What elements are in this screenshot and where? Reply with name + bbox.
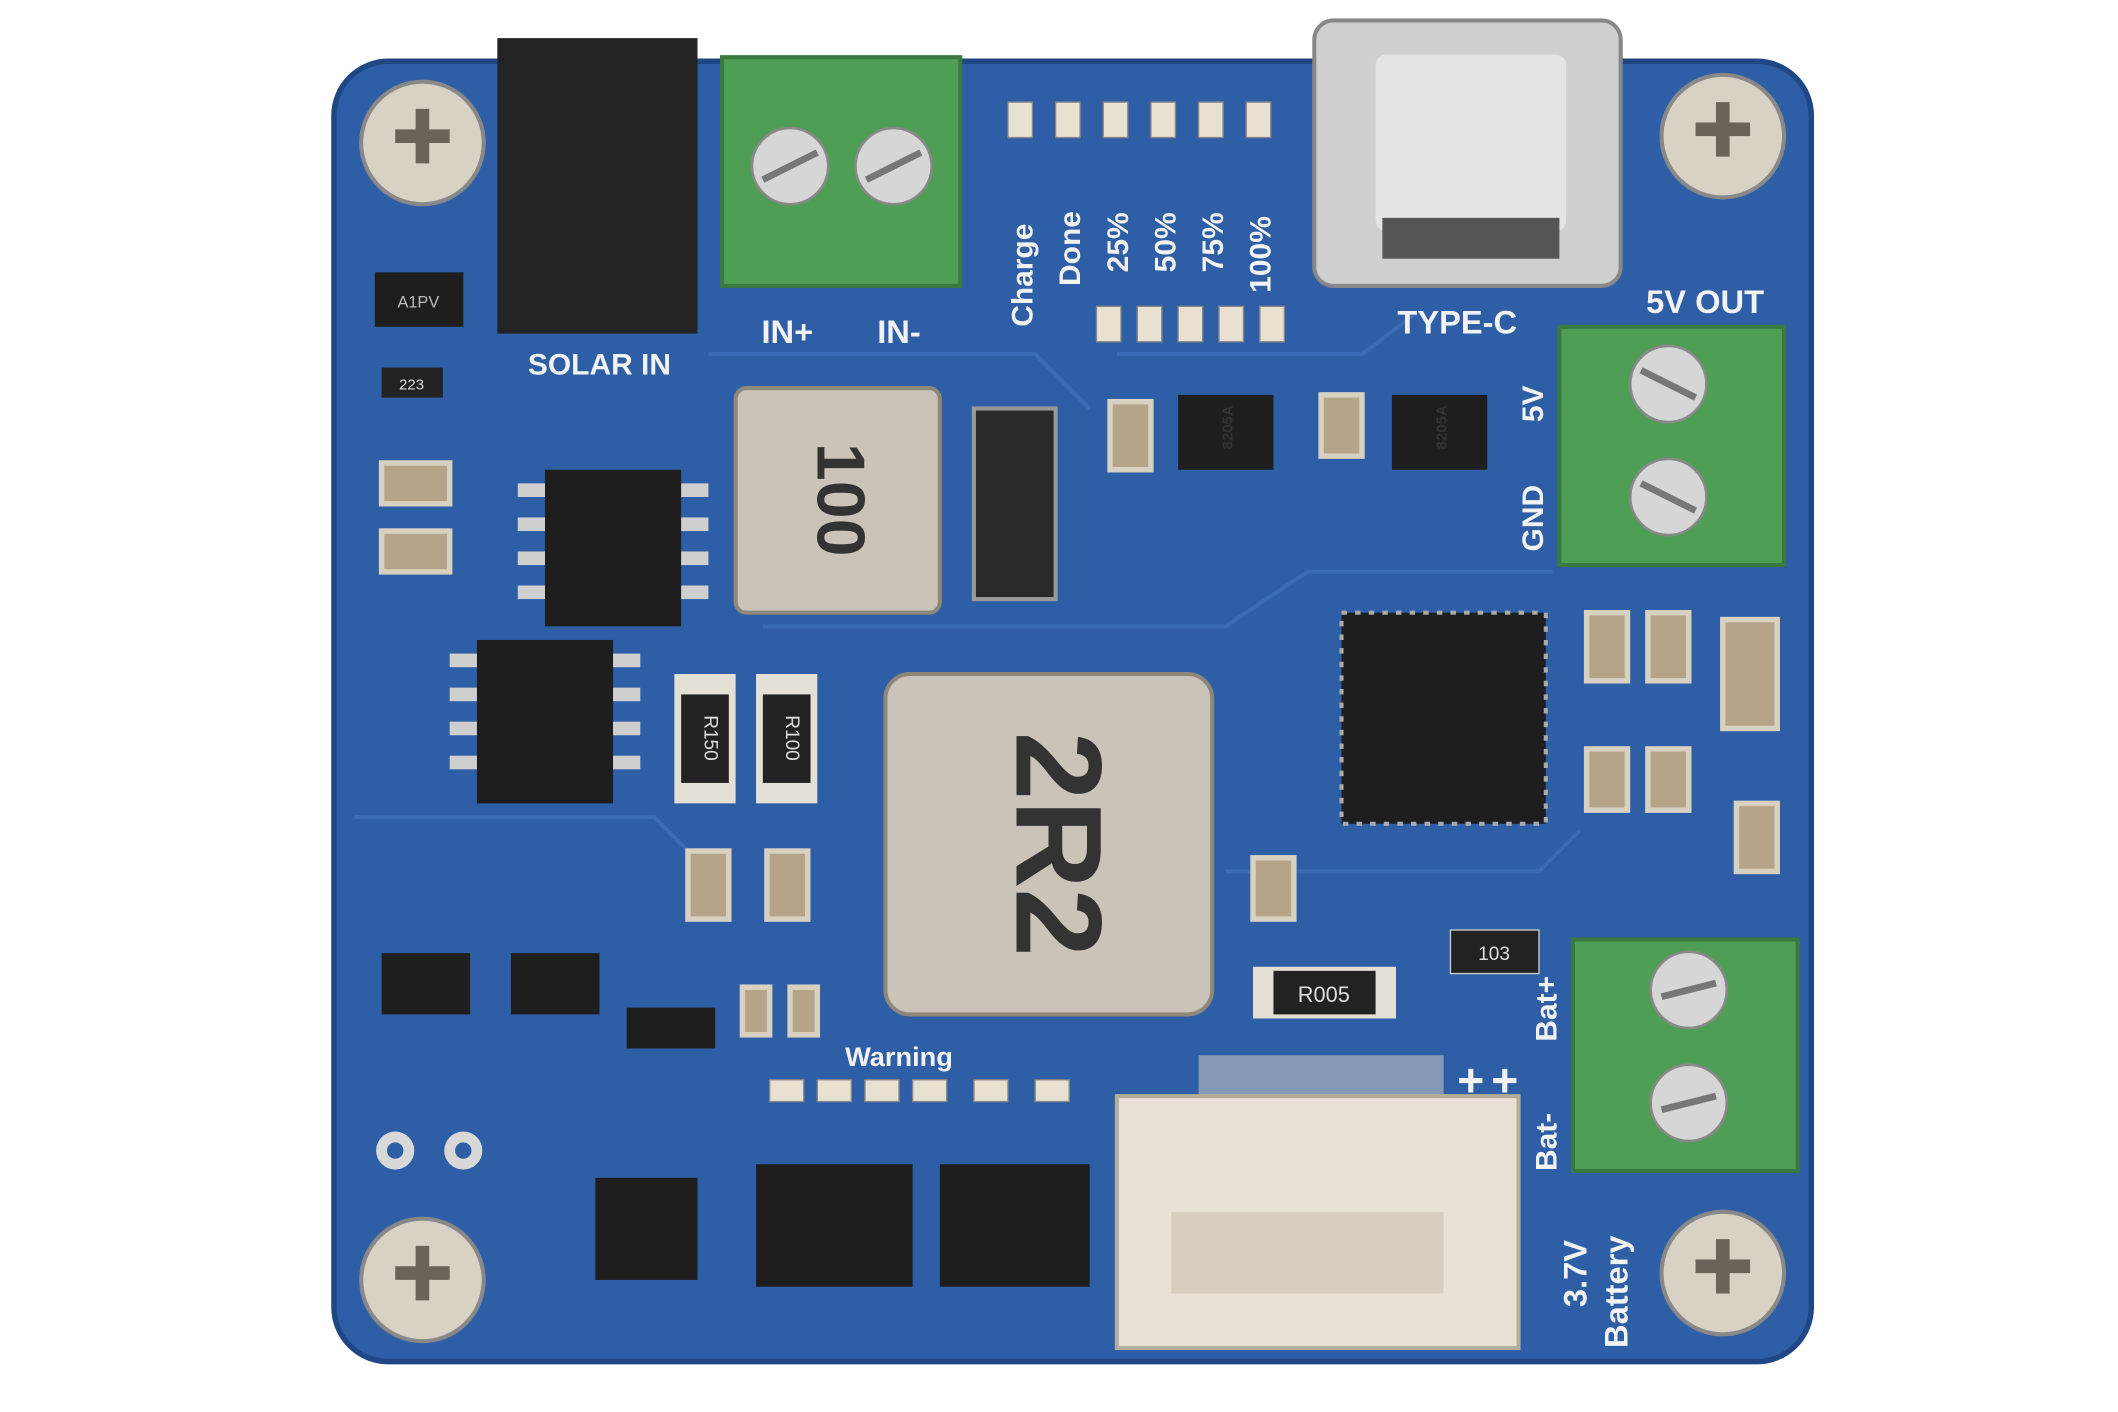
mosfet-2: 8205A — [1391, 394, 1488, 470]
svg-text:R100: R100 — [781, 715, 802, 761]
screw-top-right — [1659, 72, 1787, 200]
svg-text:A1PV: A1PV — [397, 294, 439, 312]
svg-text:223: 223 — [399, 376, 424, 393]
resistor-r005: R005 — [1253, 966, 1397, 1019]
resistor-r100: R100 — [756, 674, 818, 804]
terminal-battery[interactable] — [1570, 937, 1800, 1174]
label-charge: Charge — [1006, 224, 1039, 327]
label-in-minus: IN- — [877, 313, 921, 350]
capacitors — [378, 392, 1780, 1038]
svg-text:R005: R005 — [1298, 982, 1350, 1007]
warning-leds — [768, 1079, 1070, 1103]
mounting-screws — [359, 72, 1787, 1344]
svg-text:103: 103 — [1478, 944, 1510, 965]
diode — [971, 406, 1058, 602]
label-in-plus: IN+ — [761, 313, 813, 350]
svg-text:100: 100 — [802, 443, 878, 557]
label-gnd: GND — [1517, 485, 1550, 552]
svg-text:8205A: 8205A — [1220, 405, 1237, 449]
label-type-c: TYPE-C — [1397, 304, 1517, 341]
svg-text:2R2: 2R2 — [990, 732, 1127, 957]
screw-top-left — [359, 79, 486, 207]
screw-bottom-left — [359, 1216, 486, 1344]
screw-bottom-right — [1659, 1209, 1787, 1337]
battery-jst-connector[interactable] — [1114, 1055, 1521, 1351]
resistor-r150: R150 — [674, 674, 736, 804]
label-bat-minus: Bat- — [1531, 1113, 1564, 1171]
label-battery-voltage: 3.7V — [1557, 1240, 1594, 1307]
usb-c-port[interactable] — [1312, 18, 1623, 288]
resistor-row — [1095, 305, 1286, 343]
resistor-103: 103 — [1449, 929, 1540, 975]
terminal-input[interactable] — [719, 55, 963, 288]
label-50: 50% — [1149, 212, 1182, 272]
label-75: 75% — [1197, 212, 1230, 272]
sot-a1pv: A1PV — [374, 272, 464, 327]
resistor-223: 223 — [381, 367, 443, 398]
label-5v-out: 5V OUT — [1646, 283, 1764, 320]
led-labels: Charge Done 25% 50% 75% 100% — [1006, 211, 1277, 327]
label-5v: 5V — [1517, 385, 1550, 422]
inductor-2r2: 2R2 — [883, 671, 1215, 1017]
ic-pins — [449, 483, 709, 770]
inductor-100: 100 — [733, 386, 942, 615]
label-100: 100% — [1245, 216, 1278, 293]
terminal-5v-out[interactable] — [1557, 324, 1787, 568]
mosfet-1: 8205A — [1178, 394, 1274, 470]
solar-input-block — [497, 38, 698, 334]
label-plus-a: + — [1457, 1054, 1484, 1106]
svg-text:8205A: 8205A — [1433, 405, 1450, 449]
qfn-controller — [1339, 610, 1548, 826]
label-plus-b: + — [1491, 1054, 1518, 1106]
svg-text:R150: R150 — [699, 715, 720, 761]
label-battery: Battery — [1597, 1235, 1634, 1348]
label-25: 25% — [1102, 212, 1135, 272]
label-warning: Warning — [845, 1041, 953, 1072]
ic-chips — [381, 469, 1090, 1287]
status-leds — [1007, 101, 1272, 139]
label-solar-in: SOLAR IN — [528, 348, 671, 381]
label-bat-plus: Bat+ — [1531, 976, 1564, 1042]
label-done: Done — [1054, 211, 1087, 286]
test-pads — [376, 1131, 483, 1170]
